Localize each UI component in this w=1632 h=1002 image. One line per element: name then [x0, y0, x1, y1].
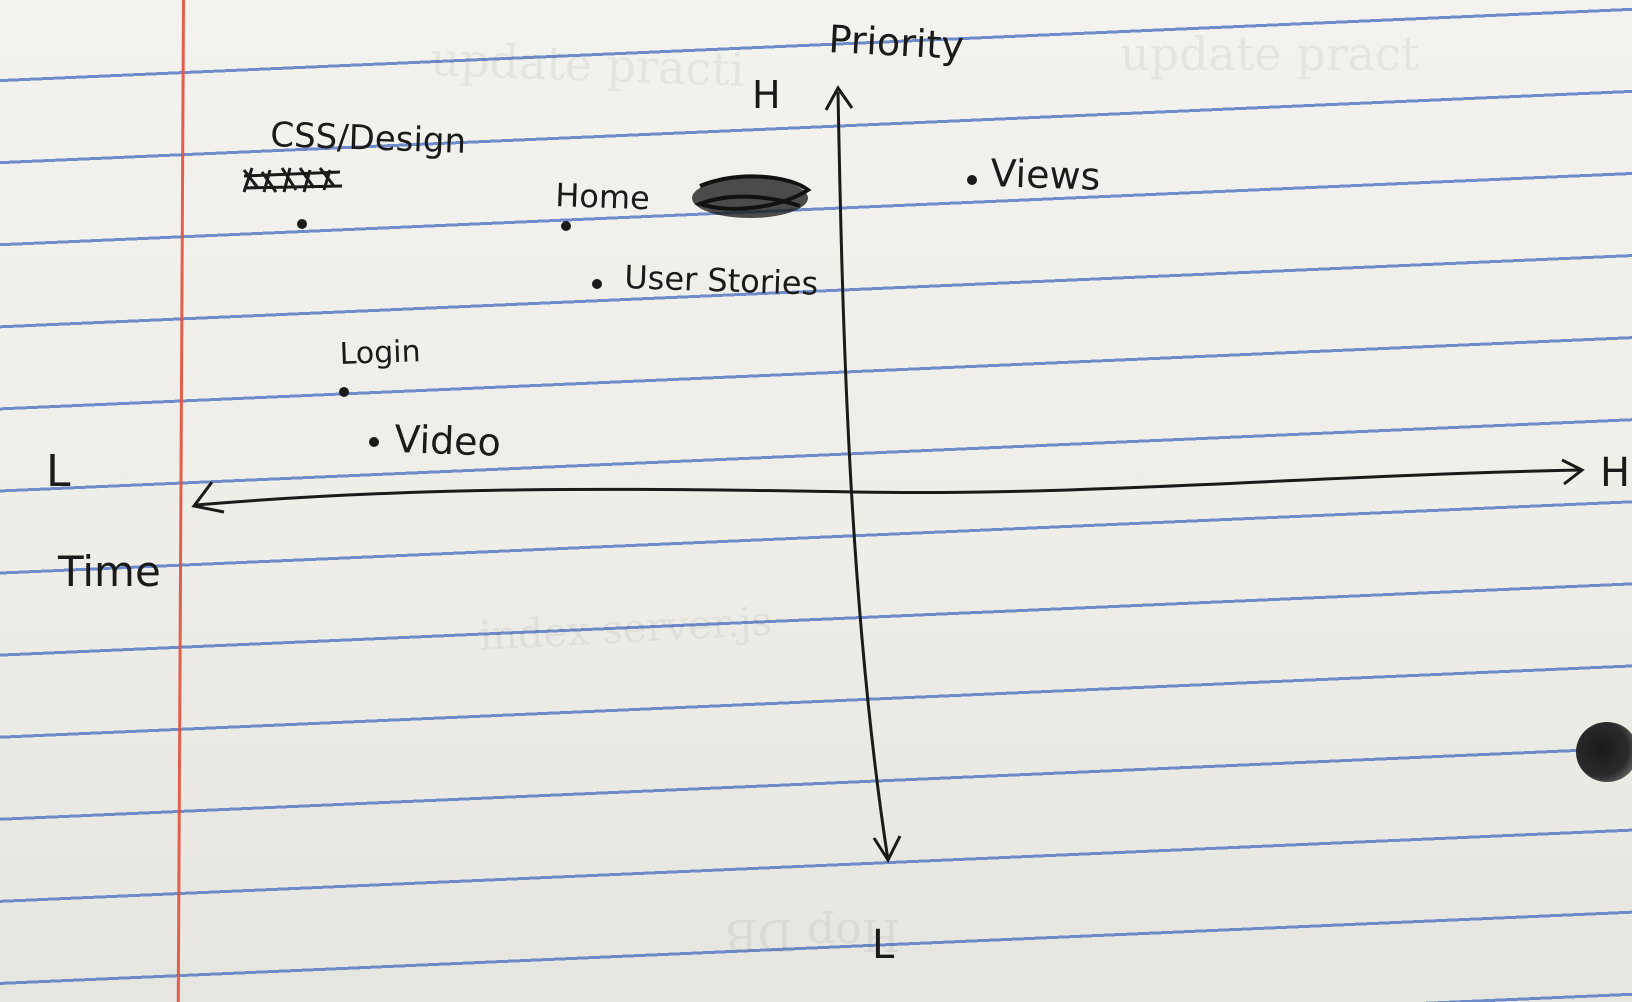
item-dot-login: [339, 387, 349, 397]
binder-hole: [1576, 722, 1632, 782]
item-label-video: Video: [394, 417, 502, 465]
y-axis-low-label: L: [872, 922, 895, 968]
item-label-user-stories: User Stories: [624, 258, 819, 303]
x-axis-high-label: H: [1600, 450, 1630, 496]
x-axis-line: [195, 468, 1581, 507]
item-label-home: Home: [555, 176, 651, 217]
item-label-login: Login: [339, 334, 421, 372]
item-dot-css-design: [297, 219, 307, 229]
y-axis-arrow-top: [824, 85, 854, 111]
scribble-mark: [242, 167, 343, 193]
svg-text:Hop DB: Hop DB: [725, 909, 900, 960]
item-dot-home: [561, 221, 571, 231]
item-label-views: Views: [990, 151, 1101, 199]
item-dot-video: [369, 437, 379, 447]
y-axis-arrow-bottom: [872, 835, 902, 864]
x-axis-title: Time: [57, 547, 161, 596]
bleed-through: update practi update pract index server.…: [430, 27, 1420, 960]
y-axis-high-label: H: [752, 73, 781, 117]
svg-text:update practi: update practi: [430, 32, 746, 97]
item-label-css-design: CSS/Design: [270, 115, 467, 162]
x-axis-low-label: L: [46, 446, 71, 497]
item-dot-user-stories: [592, 279, 602, 289]
svg-text:update pract: update pract: [1120, 27, 1420, 81]
y-axis-title: Priority: [828, 17, 965, 68]
y-axis-line: [836, 91, 890, 861]
svg-text:index server.js: index server.js: [478, 599, 773, 660]
scribble-out-blob: [692, 174, 812, 218]
x-axis-arrow-left: [191, 481, 225, 514]
item-dot-views: [967, 175, 977, 185]
x-axis-arrow-right: [1561, 458, 1585, 486]
